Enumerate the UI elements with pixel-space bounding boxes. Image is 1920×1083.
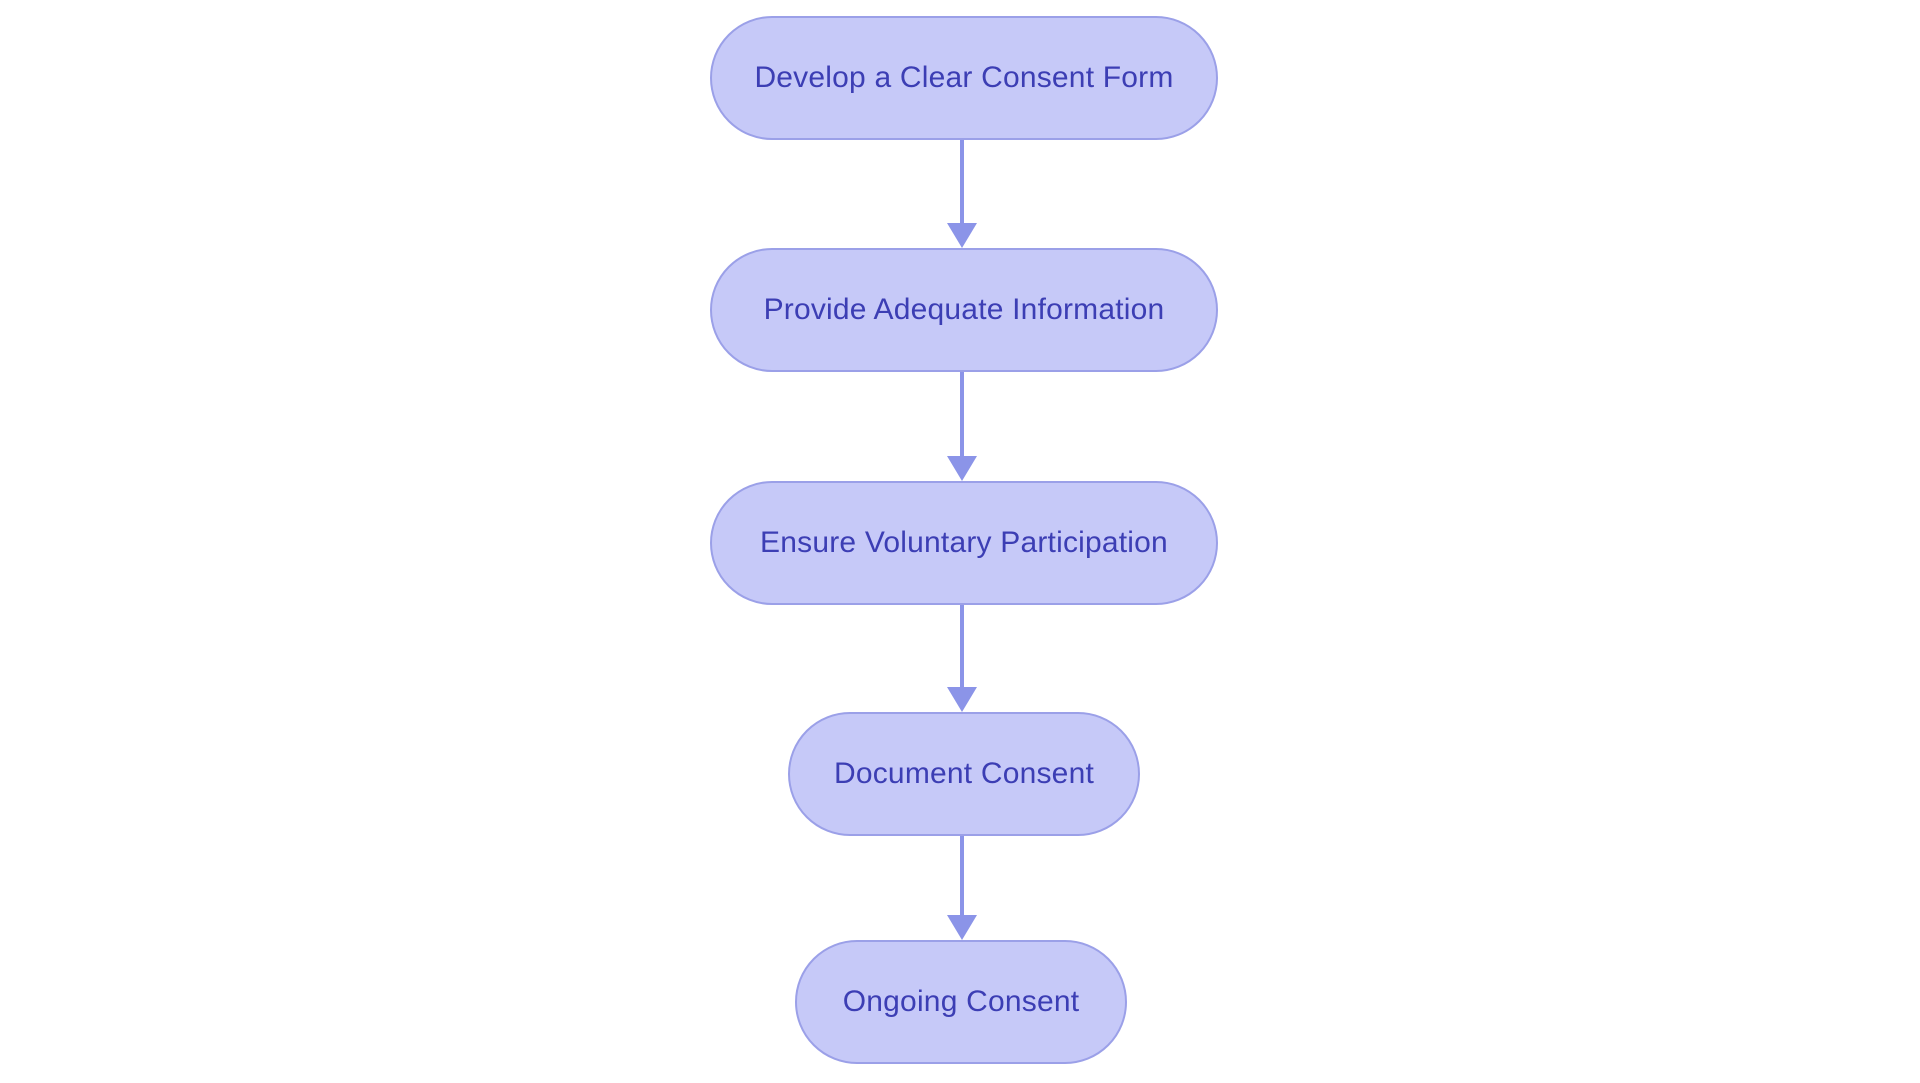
- arrow-line: [960, 836, 964, 919]
- connector-arrow-4: [947, 836, 977, 940]
- node-label: Ensure Voluntary Participation: [760, 526, 1168, 559]
- node-label: Develop a Clear Consent Form: [754, 61, 1174, 94]
- node-provide-adequate-information: Provide Adequate Information: [710, 248, 1218, 372]
- arrow-line: [960, 372, 964, 460]
- node-document-consent: Document Consent: [788, 712, 1140, 836]
- node-label: Document Consent: [833, 757, 1094, 790]
- connector-arrow-3: [947, 605, 977, 712]
- arrowhead-down-icon: [947, 687, 977, 712]
- arrowhead-down-icon: [947, 456, 977, 481]
- node-label: Ongoing Consent: [842, 985, 1080, 1018]
- node-develop-clear-consent-form: Develop a Clear Consent Form: [710, 16, 1218, 140]
- node-ongoing-consent: Ongoing Consent: [795, 940, 1127, 1064]
- arrowhead-down-icon: [947, 223, 977, 248]
- arrowhead-down-icon: [947, 915, 977, 940]
- node-label: Provide Adequate Information: [763, 293, 1165, 326]
- arrow-line: [960, 140, 964, 227]
- node-ensure-voluntary-participation: Ensure Voluntary Participation: [710, 481, 1218, 605]
- connector-arrow-2: [947, 372, 977, 481]
- arrow-line: [960, 605, 964, 691]
- connector-arrow-1: [947, 140, 977, 248]
